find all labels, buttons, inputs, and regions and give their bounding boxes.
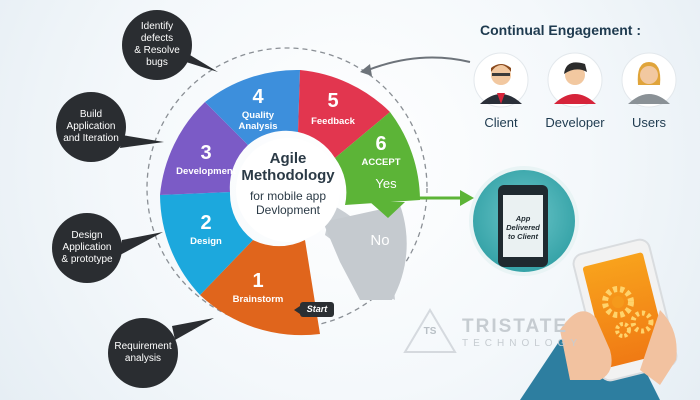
bubble-identify-line2: defects [140,33,174,44]
segment-2-label: Design [190,236,222,247]
developer-label: Developer [545,115,605,130]
bubble-requirement-line2: analysis [124,353,162,364]
bubble-design-application [52,213,163,283]
center-title-line1: Agile [269,150,307,167]
delivered-line2: Delivered [506,223,540,232]
segment-4-number: 4 [252,86,264,108]
segment-5-feedback [298,70,390,158]
logo-tagline: TECHNOLOGY [462,338,583,349]
users-label: Users [632,115,666,130]
segment-6-number: 6 [375,133,387,155]
bubble-identify-text: Identify defects & Resolve bugs [122,21,192,69]
segment-1-number: 1 [252,270,264,292]
bubble-identify-line4: bugs [146,57,168,68]
user-avatar-icon [621,52,677,108]
segment-6-label: ACCEPT [361,157,401,168]
logo-name: TRISTATE [462,316,569,337]
bubble-design-line1: Design [71,230,103,241]
phone-screen [503,195,543,257]
segment-1-label: Brainstorm [232,294,284,305]
center-title-line2: Methodology [241,167,335,184]
bubble-identify-defects [122,10,218,80]
bubble-design-line3: & prototype [61,254,113,265]
bubble-build-line1: Build [79,109,103,120]
segment-6-accept [335,112,420,205]
deliver-arrow-head [460,190,474,206]
bubble-identify-line3: & Resolve [134,45,180,56]
start-badge-pointer [294,306,300,314]
no-label: No [370,232,390,249]
logo-monogram: TS [423,326,437,337]
bubble-build-text: Build Application and Iteration [56,109,126,145]
segment-4-quality-analysis [205,69,300,145]
bubble-build-application [56,92,164,162]
yes-label: Yes [375,176,397,191]
center-subtitle-line1: for mobile app [249,189,327,203]
bubble-design-text: Design Application & prototype [52,230,122,266]
client-label: Client [484,115,518,130]
client-avatar-icon [473,52,529,108]
bubble-design-line2: Application [62,242,112,253]
hand-with-phone-illustration [520,238,678,400]
developer-avatar-icon [547,52,603,108]
segment-2-number: 2 [200,212,212,234]
bubble-requirement-text: Requirement analysis [108,341,178,365]
delivered-text: App Delivered to Client [503,214,543,241]
bubble-requirement-analysis [108,318,214,388]
segment-5-number: 5 [327,90,339,112]
segment-1-brainstorm [200,240,320,336]
no-segment [323,205,407,300]
start-badge [300,302,334,317]
segment-4-label-line1: Quality [241,110,275,121]
segment-4-label-line2: Analysis [238,121,278,132]
bubble-identify-line1: Identify [140,21,174,32]
segment-3-development [160,102,248,195]
center-circle [236,138,340,242]
delivered-line3: to Client [508,232,538,241]
segment-3-number: 3 [200,142,212,164]
engagement-title: Continual Engagement : [480,22,641,38]
engagement-arrow-head [360,64,372,76]
center-subtitle-line2: Devlopment [255,203,321,217]
segment-2-design [160,192,253,295]
start-label: Start [306,304,328,314]
bubble-build-line2: Application [66,121,116,132]
segment-3-label: Development [176,166,236,177]
bubble-build-line3: and Iteration [63,133,119,144]
accept-down-arrow [370,202,405,218]
engagement-arrow [367,56,471,71]
bubble-requirement-line1: Requirement [114,341,172,352]
delivered-line1: App [515,214,531,223]
tristate-logo [403,308,457,353]
segment-5-label: Feedback [311,116,355,127]
